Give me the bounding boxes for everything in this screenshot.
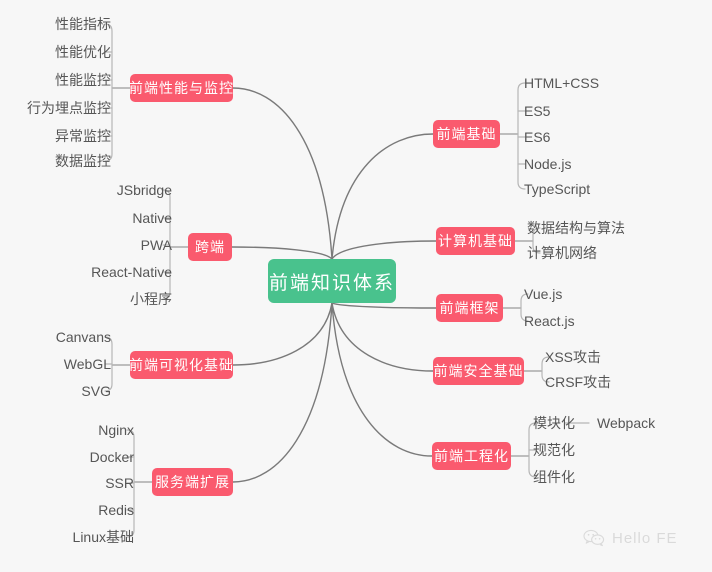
- edge-root-to-security: [331, 302, 434, 372]
- leaf-performance-2[interactable]: 性能监控: [55, 72, 111, 88]
- leaf-server-side-0[interactable]: Nginx: [98, 422, 134, 438]
- leaf-fundamentals-3[interactable]: Node.js: [524, 156, 572, 172]
- branch-node-cross-platform[interactable]: 跨端: [188, 233, 232, 261]
- leaf-server-side-3[interactable]: Redis: [98, 502, 134, 518]
- leaf-performance-5[interactable]: 数据监控: [55, 153, 111, 169]
- branch-node-security[interactable]: 前端安全基础: [433, 357, 524, 385]
- leaf-performance-4[interactable]: 异常监控: [55, 128, 111, 144]
- leaf-cross-platform-0[interactable]: JSbridge: [116, 182, 172, 198]
- branch-node-fundamentals[interactable]: 前端基础: [433, 120, 500, 148]
- twig-spine-security: [541, 356, 550, 383]
- leaf-server-side-2[interactable]: SSR: [105, 475, 134, 491]
- subleaf-engineering-0[interactable]: Webpack: [597, 415, 656, 431]
- edge-root-to-server-side: [232, 302, 333, 483]
- leaf-visualization-0[interactable]: Canvans: [55, 329, 111, 345]
- branch-node-frameworks[interactable]: 前端框架: [436, 294, 503, 322]
- leaf-frameworks-0[interactable]: Vue.js: [524, 286, 563, 302]
- leaf-cross-platform-3[interactable]: React-Native: [91, 264, 172, 280]
- edge-root-to-engineering: [331, 302, 433, 457]
- leaf-engineering-0[interactable]: 模块化: [533, 415, 575, 431]
- twig-spine-frameworks: [520, 293, 529, 322]
- leaf-performance-3[interactable]: 行为埋点监控: [27, 100, 111, 116]
- leaf-server-side-1[interactable]: Docker: [89, 449, 134, 465]
- twig-spine-computer-science: [532, 227, 541, 254]
- edge-root-to-fundamentals: [331, 133, 434, 260]
- branch-node-visualization[interactable]: 前端可视化基础: [129, 351, 233, 379]
- twig-spine-fundamentals: [517, 82, 526, 190]
- edge-root-to-visualization: [232, 302, 333, 366]
- edge-root-to-computer-science: [331, 240, 437, 260]
- leaf-fundamentals-0[interactable]: HTML+CSS: [524, 75, 600, 91]
- leaf-engineering-2[interactable]: 组件化: [533, 469, 575, 485]
- leaf-security-1[interactable]: CRSF攻击: [545, 374, 612, 390]
- leaf-frameworks-1[interactable]: React.js: [524, 313, 575, 329]
- leaf-performance-1[interactable]: 性能优化: [55, 44, 111, 60]
- leaf-cross-platform-2[interactable]: PWA: [140, 237, 172, 253]
- branch-node-computer-science[interactable]: 计算机基础: [436, 227, 515, 255]
- branch-node-engineering[interactable]: 前端工程化: [432, 442, 511, 470]
- leaf-computer-science-0[interactable]: 数据结构与算法: [527, 220, 625, 236]
- edge-root-to-frameworks: [331, 302, 437, 309]
- leaf-fundamentals-2[interactable]: ES6: [524, 129, 551, 145]
- twig-spine-performance: [104, 23, 113, 162]
- branch-node-server-side[interactable]: 服务端扩展: [152, 468, 233, 496]
- leaf-cross-platform-4[interactable]: 小程序: [130, 291, 172, 307]
- edge-root-to-performance: [232, 87, 333, 260]
- branch-node-performance[interactable]: 前端性能与监控: [129, 74, 233, 102]
- root-node[interactable]: 前端知识体系: [268, 259, 396, 303]
- leaf-cross-platform-1[interactable]: Native: [132, 210, 172, 226]
- leaf-visualization-1[interactable]: WebGL: [63, 356, 111, 372]
- leaf-visualization-2[interactable]: SVG: [81, 383, 111, 399]
- leaf-performance-0[interactable]: 性能指标: [55, 16, 111, 32]
- edge-root-to-cross-platform: [231, 246, 333, 260]
- leaf-server-side-4[interactable]: Linux基础: [72, 529, 134, 545]
- leaf-security-0[interactable]: XSS攻击: [545, 349, 602, 365]
- leaf-fundamentals-1[interactable]: ES5: [524, 103, 551, 119]
- leaf-engineering-1[interactable]: 规范化: [533, 442, 575, 458]
- leaf-fundamentals-4[interactable]: TypeScript: [524, 181, 591, 197]
- leaf-computer-science-1[interactable]: 计算机网络: [527, 245, 597, 261]
